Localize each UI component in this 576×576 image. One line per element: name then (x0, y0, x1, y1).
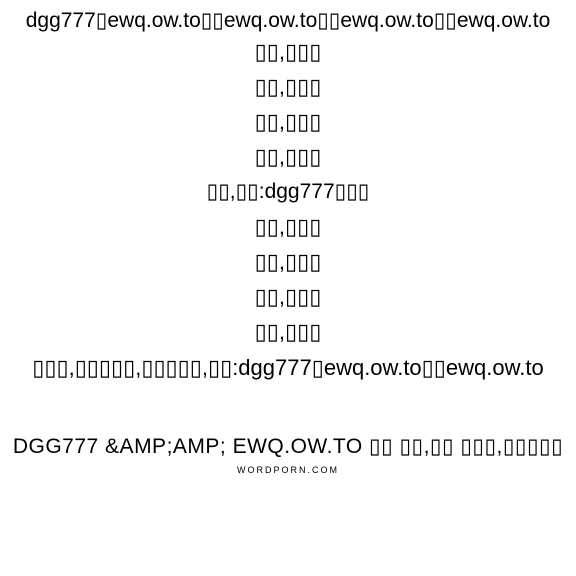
text-line-4: ▯▯,▯▯▯ (254, 144, 322, 169)
text-line-9: ▯▯,▯▯▯ (254, 319, 322, 344)
uppercase-title-line: DGG777 &AMP;AMP; EWQ.OW.TO ▯▯ ▯▯,▯▯ ▯▯▯,… (12, 435, 564, 458)
text-line-7: ▯▯,▯▯▯ (254, 249, 322, 274)
text-line-5: ▯▯,▯▯:dgg777▯▯▯ (206, 180, 370, 203)
text-line-1: ▯▯,▯▯▯ (254, 39, 322, 64)
text-line-10: ▯▯▯,▯▯▯▯▯,▯▯▯▯▯,▯▯:dgg777▯ewq.ow.to▯▯ewq… (32, 355, 544, 380)
text-line-8: ▯▯,▯▯▯ (254, 284, 322, 309)
spam-header-line: dgg777▯ewq.ow.to▯▯ewq.ow.to▯▯ewq.ow.to▯▯… (25, 9, 551, 32)
site-credit: WORDPORN.COM (237, 465, 339, 475)
text-line-2: ▯▯,▯▯▯ (254, 74, 322, 99)
text-line-6: ▯▯,▯▯▯ (254, 214, 322, 239)
text-line-3: ▯▯,▯▯▯ (254, 109, 322, 134)
